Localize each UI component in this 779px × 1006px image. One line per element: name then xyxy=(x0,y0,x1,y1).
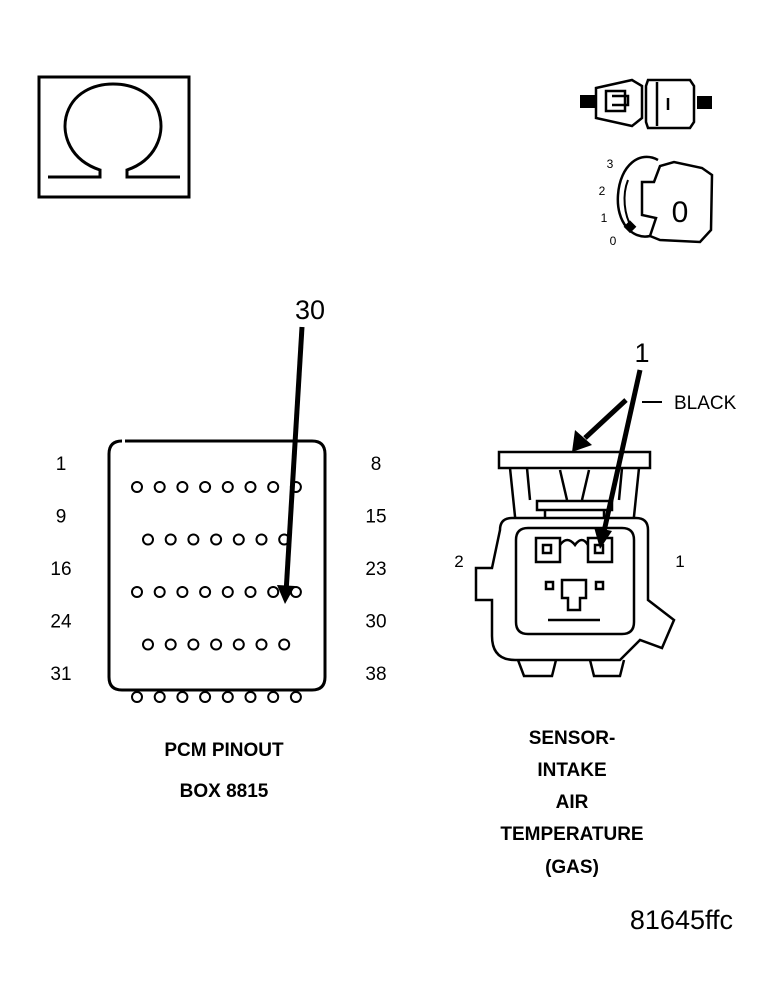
pin-hole xyxy=(267,586,280,598)
sensor-callout-number: 1 xyxy=(634,338,649,368)
wire-color-label: BLACK xyxy=(674,393,737,414)
pcm-connector: 1 9 16 24 31 8 15 23 30 38 xyxy=(50,439,387,703)
callout-arrowhead xyxy=(277,585,295,604)
sensor-side-label-left: 2 xyxy=(454,552,463,571)
sensor-caption-line-2: INTAKE xyxy=(537,760,606,781)
pin-number-right: 8 xyxy=(371,454,382,475)
pin-hole xyxy=(221,691,234,703)
pin-hole xyxy=(199,691,212,703)
sensor-connector xyxy=(474,450,676,678)
pin-number-left: 9 xyxy=(56,507,67,528)
pin-number-left: 31 xyxy=(50,664,71,685)
figure-id: 81645ffc xyxy=(630,905,733,935)
ignition-position-2: 2 xyxy=(599,184,606,198)
ignition-key-icon: 0 3 2 1 0 xyxy=(599,155,714,248)
pin-hole xyxy=(278,638,291,651)
pin-hole xyxy=(176,481,189,493)
pin-hole xyxy=(131,481,143,493)
pin-number-left: 24 xyxy=(50,612,72,633)
sensor-pin-arrowhead xyxy=(594,527,612,549)
pin-number-left: 16 xyxy=(50,559,71,580)
sensor-caption-line-4: TEMPERATURE xyxy=(500,824,643,845)
pin-hole xyxy=(221,481,234,493)
sensor-caption: SENSOR- INTAKE AIR TEMPERATURE (GAS) xyxy=(500,728,643,878)
pin-hole xyxy=(199,586,212,598)
pin-hole xyxy=(289,691,302,703)
pin-hole xyxy=(153,691,166,703)
ignition-position-0: 0 xyxy=(610,234,617,248)
pin-number-right: 15 xyxy=(365,507,386,528)
pin-hole xyxy=(255,533,268,546)
key-position-label: 0 xyxy=(672,196,689,229)
pin-hole xyxy=(131,691,143,703)
pin-hole xyxy=(153,481,166,493)
pcm-caption-line-2: BOX 8815 xyxy=(180,781,269,802)
pin-hole xyxy=(142,638,154,651)
sensor-callouts: 1 BLACK 2 1 xyxy=(454,338,736,571)
pin-hole xyxy=(187,533,200,546)
pin-hole xyxy=(244,691,257,703)
pin-hole xyxy=(232,533,245,546)
pin-hole xyxy=(187,638,200,651)
pin-number-column-left: 1 9 16 24 31 xyxy=(50,454,72,685)
pin-hole xyxy=(164,533,177,546)
pin-hole xyxy=(164,638,177,651)
pin-number-right: 38 xyxy=(365,664,386,685)
pin-hole xyxy=(221,586,234,598)
pin-hole xyxy=(244,481,257,493)
pin-hole xyxy=(210,638,223,651)
sensor-caption-line-5: (GAS) xyxy=(545,857,599,878)
pin-hole xyxy=(267,481,280,493)
black-wire-arrowhead xyxy=(572,430,592,452)
pcm-callout-number: 30 xyxy=(295,295,325,325)
pin-hole xyxy=(176,691,189,703)
ohmmeter-icon xyxy=(37,75,191,199)
pin-hole xyxy=(232,638,245,651)
pin-number-right: 23 xyxy=(365,559,386,580)
sensor-side-label-right: 1 xyxy=(675,552,684,571)
pcm-caption-line-1: PCM PINOUT xyxy=(164,740,284,761)
pin-number-right: 30 xyxy=(365,612,386,633)
pin-hole xyxy=(199,481,212,493)
connector-disconnected-icon xyxy=(580,78,712,130)
pin-hole xyxy=(255,638,268,651)
pin-hole xyxy=(244,586,257,598)
pin-grid xyxy=(131,481,302,703)
sensor-caption-line-3: AIR xyxy=(556,792,589,813)
callout-arrow xyxy=(283,326,305,594)
pin-hole xyxy=(131,586,143,598)
pin-number-left: 1 xyxy=(56,454,67,475)
ignition-position-3: 3 xyxy=(607,157,614,171)
pin-number-column-right: 8 15 23 30 38 xyxy=(365,454,386,685)
pin-hole xyxy=(142,533,154,546)
sensor-pin-arrow xyxy=(600,369,643,537)
pin-hole xyxy=(267,691,280,703)
ignition-position-1: 1 xyxy=(601,211,608,225)
sensor-caption-line-1: SENSOR- xyxy=(529,728,616,749)
pcm-callout: 30 xyxy=(277,295,325,604)
pin-hole xyxy=(176,586,189,598)
pin-hole xyxy=(153,586,166,598)
black-wire-arrow xyxy=(583,398,628,440)
pin-hole xyxy=(210,533,223,546)
